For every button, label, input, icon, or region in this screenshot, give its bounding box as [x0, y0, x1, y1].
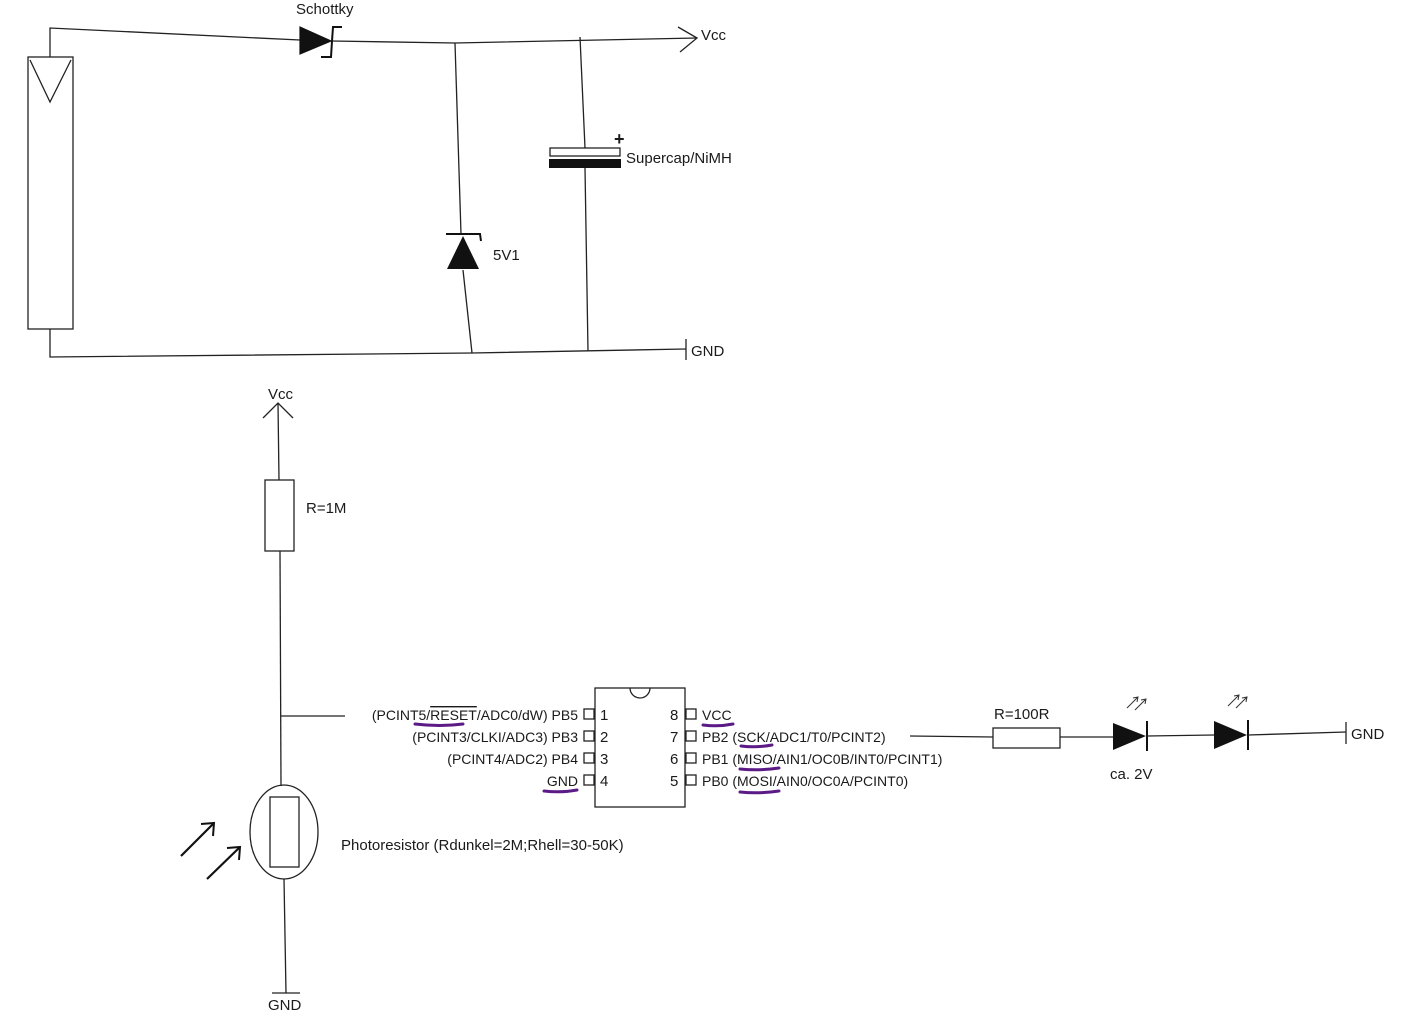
supercap-capacitor: [549, 147, 621, 168]
led-2: [1214, 694, 1249, 750]
miso-signal: MISO: [737, 751, 773, 767]
resistor-1m: [264, 479, 295, 552]
zener-wire-lower: [462, 269, 473, 354]
highlight-reset: [413, 722, 465, 727]
vcc-label-sensor: Vcc: [268, 386, 294, 403]
pb2-wire: [909, 735, 994, 738]
attiny-chip: 1 2 3 4 (PCINT5/RESET/ADC0/dW) PB5 (PCIN…: [372, 687, 942, 808]
pin-label-left-4: GND: [547, 773, 578, 789]
light-arrows-icon: [180, 821, 242, 880]
pin-label-right-6: PB1 (MISO/AIN1/OC0B/INT0/PCINT1): [702, 751, 942, 767]
pin-label-right-5-pre: PB0 (: [702, 773, 737, 789]
pin-label-left-1-post: /ADC0/dW) PB5: [477, 707, 578, 723]
pin-label-right-7: PB2 (SCK/ADC1/T0/PCINT2): [702, 729, 886, 745]
led-1: [1113, 696, 1148, 751]
zener-label: 5V1: [493, 247, 520, 264]
top-wire-right: [331, 37, 698, 44]
pin-number-8: 8: [670, 707, 678, 724]
pin-label-left-1-pre: (PCINT5/: [372, 707, 430, 723]
pin-number-7: 7: [670, 729, 678, 746]
schottky-diode: [299, 26, 342, 58]
photoresistor: [249, 784, 319, 880]
pin-box-8: [685, 708, 697, 720]
pin-label-right-7-pre: PB2 (: [702, 729, 737, 745]
gnd-label-sensor: GND: [268, 997, 302, 1014]
cap-wire-lower: [584, 167, 589, 352]
highlight-mosi: [738, 789, 781, 795]
highlight-gnd: [542, 788, 579, 794]
cap-label: Supercap/NiMH: [626, 150, 732, 167]
pin-box-2: [583, 730, 595, 742]
pin-number-1: 1: [600, 707, 608, 724]
pin-number-5: 5: [670, 773, 678, 790]
pin-label-right-6-post: /AIN1/OC0B/INT0/PCINT1): [773, 751, 943, 767]
zener-diode: [446, 233, 482, 269]
cap-plus-label: +: [614, 129, 625, 149]
reset-signal: RESET: [430, 707, 477, 723]
resistor-100r-label: R=100R: [994, 706, 1050, 723]
pin-box-7: [685, 730, 697, 742]
pin-box-1: [583, 708, 595, 720]
cap-wire-upper: [579, 36, 586, 149]
vcc-arrow-icon: [677, 26, 699, 53]
pin-label-left-3: (PCINT4/ADC2) PB4: [447, 751, 578, 767]
pin-label-right-8: VCC: [702, 707, 732, 723]
top-wire-left: [49, 27, 301, 57]
photoresistor-label: Photoresistor (Rdunkel=2M;Rhell=30-50K): [341, 837, 624, 854]
pin-number-2: 2: [600, 729, 608, 746]
sck-signal: SCK: [737, 729, 766, 745]
pin-number-4: 4: [600, 773, 608, 790]
pin-box-6: [685, 752, 697, 764]
highlight-miso: [738, 766, 781, 772]
pin-box-4: [583, 774, 595, 786]
pin-box-3: [583, 752, 595, 764]
highlight-sck: [739, 743, 774, 749]
highlight-vcc: [701, 722, 735, 728]
zener-wire-upper: [454, 42, 462, 235]
pin-label-right-7-post: /ADC1/T0/PCINT2): [766, 729, 886, 745]
gnd-label-output: GND: [1351, 726, 1385, 743]
resistor-1m-label: R=1M: [306, 500, 346, 517]
output-circuit: R=100R ca. 2V GND: [909, 694, 1385, 783]
sensor-wire-bottom: [283, 878, 287, 994]
mosi-signal: MOSI: [737, 773, 773, 789]
led-label: ca. 2V: [1110, 766, 1153, 783]
bottom-wire: [49, 329, 687, 358]
pin-label-right-5: PB0 (MOSI/AIN0/OC0A/PCINT0): [702, 773, 908, 789]
led-wire-2: [1146, 734, 1215, 737]
pin-number-3: 3: [600, 751, 608, 768]
vcc-wire: [277, 402, 280, 481]
gnd-label-top: GND: [691, 343, 725, 360]
sensor-wire-middle: [279, 550, 282, 787]
pin-label-left-2: (PCINT3/CLKI/ADC3) PB3: [412, 729, 578, 745]
pin-box-5: [685, 774, 697, 786]
pin-label-right-5-post: /AIN0/OC0A/PCINT0): [773, 773, 908, 789]
resistor-100r: [992, 727, 1061, 749]
pin-label-right-6-pre: PB1 (: [702, 751, 737, 767]
chip-notch: [629, 687, 651, 699]
sensor-circuit: Vcc R=1M Photoresistor (Rdunkel=2M;Rhell…: [180, 386, 624, 1014]
chip-body: [594, 687, 686, 808]
power-circuit: Schottky Vcc 5V1 + Supercap/NiMH GND: [27, 1, 732, 360]
led-wire-gnd: [1247, 731, 1347, 736]
pin-label-left-1: (PCINT5/RESET/ADC0/dW) PB5: [372, 707, 578, 723]
pin-number-6: 6: [670, 751, 678, 768]
solar-panel: [27, 56, 74, 330]
vcc-label-top: Vcc: [701, 27, 727, 44]
schottky-label: Schottky: [296, 1, 354, 18]
